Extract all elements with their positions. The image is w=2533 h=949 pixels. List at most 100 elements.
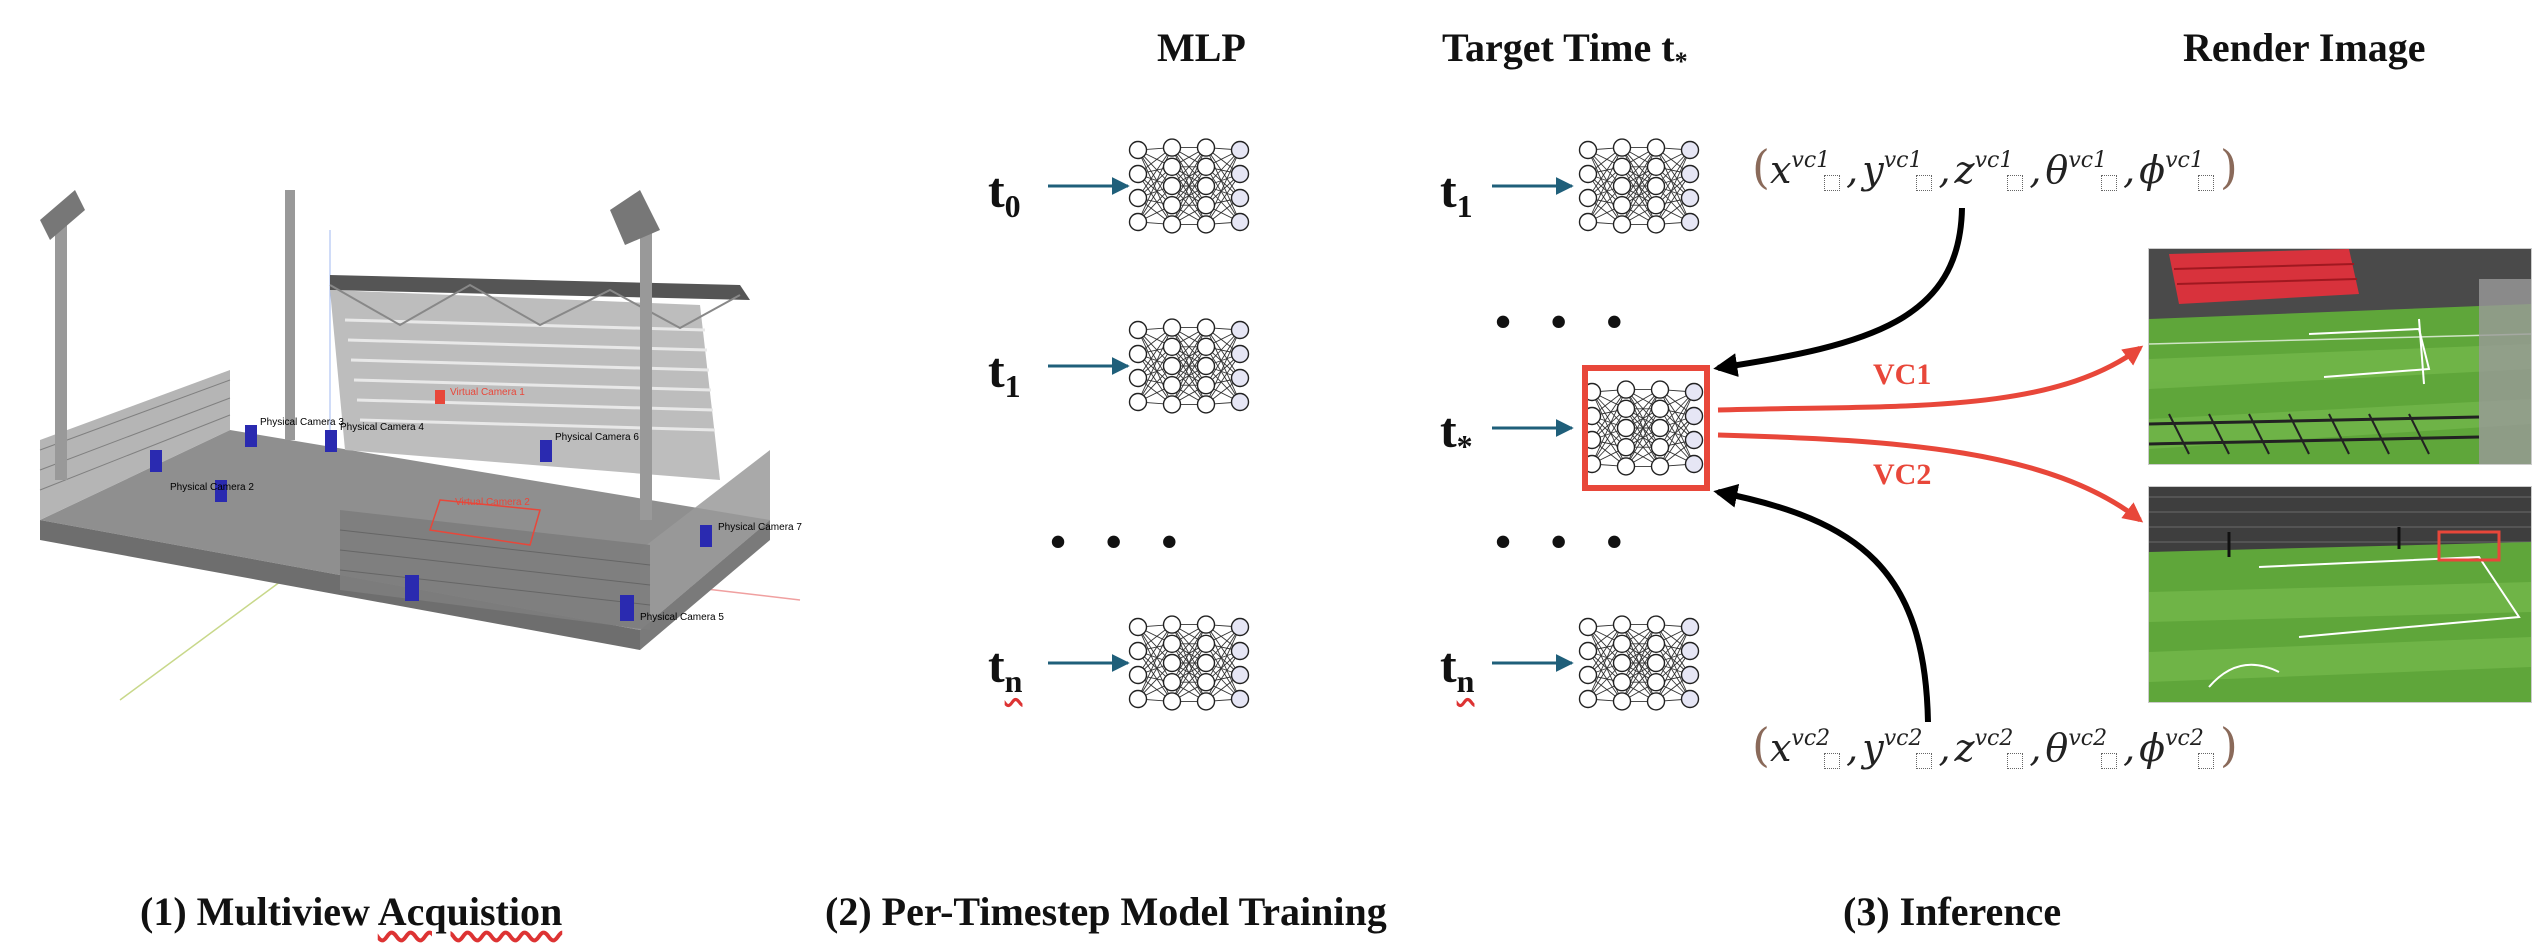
caption-step3: (3) Inference (1843, 889, 2062, 934)
caption-step1-word: Acquistion (377, 889, 563, 934)
camera-label-2: Physical Camera 2 (170, 482, 254, 493)
formula-comma: , (1846, 726, 1859, 770)
vc2-label: VC2 (1873, 458, 1932, 491)
caption-step2: (2) Per-Timestep Model Training (825, 889, 1387, 934)
camera-label-4: Physical Camera 4 (340, 422, 424, 433)
formula-comma: , (2029, 726, 2042, 770)
formula-placeholder-box (2007, 753, 2024, 769)
virtual-camera-label-2: Virtual Camera 2 (455, 497, 530, 508)
arrow-vc1-params (1713, 207, 1965, 377)
camera-label-5: Physical Camera 5 (640, 612, 724, 623)
arrow-vc2-params (1713, 483, 1931, 723)
train-t1-text: t (988, 342, 1005, 398)
target-row-label-n: tn (1440, 640, 1474, 697)
train-row-label-0: t0 (988, 165, 1021, 222)
caption-step1-prefix: (1) Multiview (140, 889, 378, 934)
vc1-label: VC1 (1873, 358, 1932, 391)
camera-label-7: Physical Camera 7 (718, 522, 802, 533)
formula-placeholder-box (2197, 175, 2214, 191)
formula-placeholder-box (2197, 753, 2214, 769)
target-time-text: Target Time t (1442, 25, 1675, 70)
formula-placeholder-box (2101, 753, 2118, 769)
target-row-label-star: t* (1440, 405, 1473, 462)
render-image-vc1 (2148, 248, 2532, 465)
formula-comma: , (2123, 726, 2136, 770)
formula-comma: , (2029, 148, 2042, 192)
formula-placeholder-box (1916, 175, 1933, 191)
mlp-icon-t0 (1128, 138, 1250, 234)
mlp-icon-t1 (1128, 318, 1250, 414)
formula-sup-0: vc2 (1791, 726, 1831, 751)
formula-sup-0: vc1 (1791, 148, 1831, 173)
formula-comma: , (1846, 148, 1859, 192)
selected-model-box (1582, 365, 1710, 491)
formula-placeholder-box (1916, 753, 1933, 769)
formula-sup-1: vc1 (1883, 148, 1923, 173)
target-mlp-icon-t1 (1578, 138, 1700, 234)
formula-var-3: θ (2045, 148, 2069, 192)
train-ellipsis: • • • (1050, 516, 1192, 567)
target-t1-text: t (1440, 162, 1457, 218)
formula-placeholder-box (2101, 175, 2118, 191)
mlp-header: MLP (1157, 25, 1246, 70)
target-row-label-1: t1 (1440, 165, 1473, 222)
formula-var-4: ϕ (2139, 726, 2166, 770)
target-ellipsis-bottom: • • • (1495, 516, 1637, 567)
target-tstar-text: t (1440, 402, 1457, 458)
render-image-header: Render Image (2183, 25, 2426, 70)
formula-sup-3: vc1 (2068, 148, 2108, 173)
formula-comma: , (1938, 148, 1951, 192)
train-tn-text: t (988, 637, 1005, 693)
mlp-icon-tn (1128, 615, 1250, 711)
train-t1-sub: 1 (1004, 368, 1021, 404)
camera-label-3: Physical Camera 3 (260, 417, 344, 428)
formula-sup-4: vc1 (2165, 148, 2204, 173)
train-t0-text: t (988, 162, 1005, 218)
target-mlp-icon-tn (1578, 615, 1700, 711)
target-tn-sub: n (1456, 663, 1475, 699)
target-time-header: Target Time t* (1442, 24, 1688, 77)
formula-paren-open: ( (1752, 718, 1770, 772)
formula-paren-open: ( (1752, 140, 1770, 194)
formula-sup-2: vc1 (1974, 148, 2014, 173)
formula-comma: , (2123, 148, 2136, 192)
formula-sup-1: vc2 (1883, 726, 1923, 751)
target-tn-text: t (1440, 637, 1457, 693)
formula-placeholder-box (1824, 175, 1841, 191)
formula-sup-2: vc2 (1974, 726, 2014, 751)
formula-var-4: ϕ (2139, 148, 2166, 192)
formula-sup-4: vc2 (2165, 726, 2204, 751)
target-tstar-sub: * (1456, 428, 1473, 464)
target-ellipsis-top: • • • (1495, 296, 1637, 347)
formula-vc2: (xvc2,yvc2,zvc2,θvc2,ϕvc2) (1752, 718, 2238, 772)
formula-var-2: z (1954, 726, 1975, 770)
arrow-render-vc2 (1717, 432, 2144, 523)
stadium-3d-model: Physical Camera 2 Physical Camera 3 Phys… (39, 190, 802, 701)
target-time-sub: * (1674, 47, 1688, 76)
caption-step1: (1) Multiview Acquistion (140, 888, 562, 935)
formula-var-1: y (1862, 148, 1884, 192)
arrow-render-vc1 (1717, 345, 2144, 413)
formula-comma: , (1938, 726, 1951, 770)
target-t1-sub: 1 (1456, 188, 1473, 224)
virtual-camera-label-1: Virtual Camera 1 (450, 387, 525, 398)
formula-placeholder-box (1824, 753, 1841, 769)
formula-var-0: x (1769, 148, 1792, 192)
formula-var-1: y (1862, 726, 1884, 770)
formula-var-2: z (1954, 148, 1975, 192)
train-tn-sub: n (1004, 663, 1023, 699)
formula-var-3: θ (2045, 726, 2069, 770)
formula-sup-3: vc2 (2068, 726, 2108, 751)
train-t0-sub: 0 (1004, 188, 1021, 224)
train-row-label-n: tn (988, 640, 1022, 697)
formula-paren-close: ) (2219, 140, 2238, 194)
formula-vc1: (xvc1,yvc1,zvc1,θvc1,ϕvc1) (1752, 140, 2238, 194)
camera-label-6: Physical Camera 6 (555, 432, 639, 443)
formula-var-0: x (1769, 726, 1792, 770)
target-mlp-icon-tstar (1582, 380, 1704, 476)
render-image-vc2 (2148, 486, 2532, 703)
formula-placeholder-box (2007, 175, 2024, 191)
formula-paren-close: ) (2219, 718, 2238, 772)
train-row-label-1: t1 (988, 345, 1021, 402)
